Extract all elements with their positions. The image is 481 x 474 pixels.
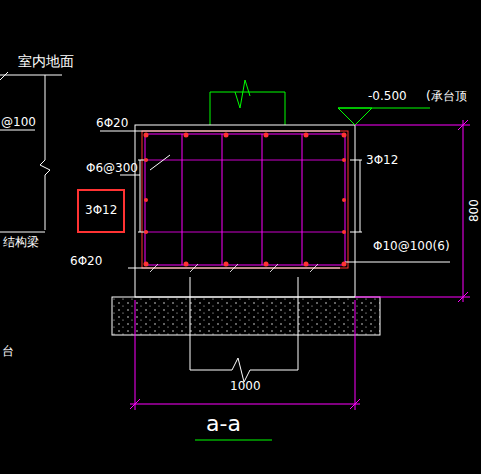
rebar-label: 6Φ20 [70,255,102,268]
member-label: 结构梁 [3,236,39,249]
rebar-label: Φ6@300 [86,162,138,175]
dimension: 1000 [230,380,261,393]
rebar-note: @100 [1,116,36,129]
partial-label: 台 [2,345,14,358]
rebar-label: 6Φ20 [96,117,128,130]
elevation-note: (承台顶 [426,90,467,103]
rebar-label: 3Φ12 [366,154,398,167]
rebar-label: Φ10@100(6) [373,240,450,253]
dimension: 800 [467,200,480,223]
rebar-label: 3Φ12 [85,204,117,217]
elevation-label: -0.500 [368,90,407,103]
floor-label: 室内地面 [18,54,74,69]
section-label: a-a [206,412,241,436]
